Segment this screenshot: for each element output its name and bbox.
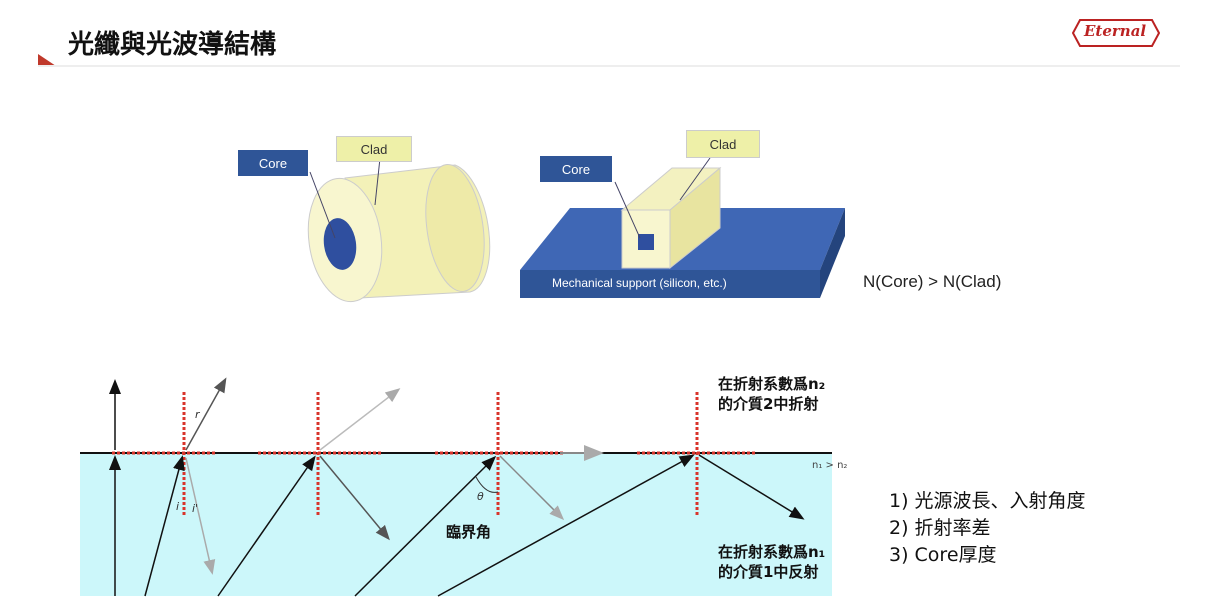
medium-2-caption-line2: 的介質2中折射 xyxy=(718,395,819,413)
medium-1-caption: 在折射系數爲n₁ 的介質1中反射 xyxy=(718,542,825,582)
medium-2-caption-line1: 在折射系數爲n₂ xyxy=(718,375,826,393)
title-divider xyxy=(38,65,1180,67)
index-condition: N(Core) > N(Clad) xyxy=(863,272,1002,291)
factor-item: 2) 折射率差 xyxy=(889,517,991,539)
waveguide-illustration xyxy=(520,157,845,298)
factor-item: 1) 光源波長、入射角度 xyxy=(889,490,1086,512)
factor-list: 1) 光源波長、入射角度 2) 折射率差 3) Core厚度 xyxy=(889,488,1086,569)
logo-icon xyxy=(1072,19,1160,47)
medium-1-caption-line1: 在折射系數爲n₁ xyxy=(718,543,826,561)
waveguide-clad-label: Clad xyxy=(686,130,760,158)
refraction-angle-label: r xyxy=(195,408,200,421)
waveguide-core-label: Core xyxy=(540,156,612,182)
fiber-clad-label: Clad xyxy=(336,136,412,162)
theta-label: θ xyxy=(477,490,484,503)
incident-angle-label: i xyxy=(176,500,180,513)
optical-fiber-illustration xyxy=(307,157,491,303)
critical-angle-label: 臨界角 xyxy=(446,523,492,541)
title-corner-accent xyxy=(38,54,56,66)
fiber-core-label: Core xyxy=(238,150,308,176)
factor-item: 3) Core厚度 xyxy=(889,544,997,566)
medium-2-caption: 在折射系數爲n₂ 的介質2中折射 xyxy=(718,374,825,414)
page-title: 光纖與光波導結構 xyxy=(68,30,277,60)
mechanical-support-label: Mechanical support (silicon, etc.) xyxy=(552,276,727,290)
logo-text: Eternal xyxy=(1084,22,1147,40)
medium-1-caption-line2: 的介質1中反射 xyxy=(718,563,819,581)
index-relation-label: n₁ > n₂ xyxy=(812,460,848,471)
reflect-angle-label: i' xyxy=(192,502,199,515)
